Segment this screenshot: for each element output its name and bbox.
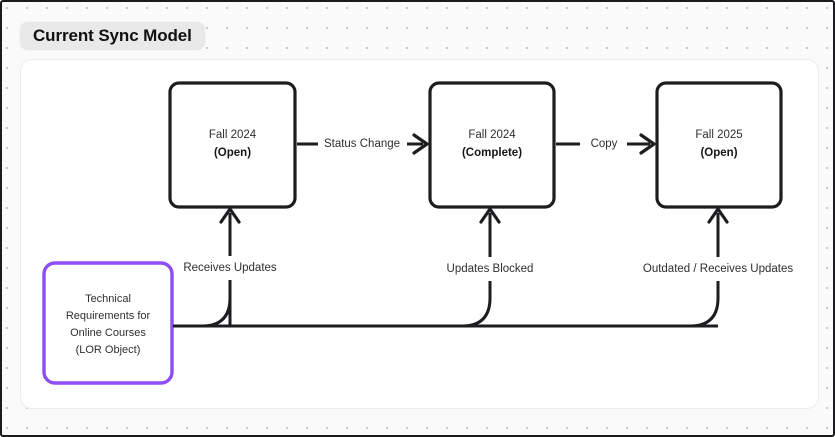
node-fall-2025-open[interactable]: Fall 2025 (Open) <box>655 81 783 209</box>
node-label-line4: (LOR Object) <box>76 344 141 356</box>
edge-copy[interactable]: Copy <box>556 133 656 155</box>
edge-label-outdated-receives-updates: Outdated / Receives Updates <box>643 263 793 275</box>
edge-elbow-curve <box>689 281 720 328</box>
node-label-line1: Fall 2024 <box>468 129 516 141</box>
arrowhead-icon <box>639 133 656 155</box>
node-label-line2: (Open) <box>700 147 737 159</box>
edge-outdated-receives-updates[interactable]: Outdated / Receives Updates <box>643 207 793 328</box>
diagram-title-chip[interactable]: Current Sync Model <box>20 22 205 50</box>
arrowhead-icon <box>219 207 241 224</box>
node-label-line1: Fall 2024 <box>209 129 257 141</box>
node-box-shape <box>428 81 556 209</box>
node-label-line3: Online Courses <box>70 327 146 339</box>
edge-updates-blocked[interactable]: Updates Blocked <box>447 207 534 328</box>
arrowhead-icon <box>707 207 729 224</box>
edge-elbow-curve <box>461 281 492 328</box>
node-label-line2: (Complete) <box>462 147 522 159</box>
node-label-line1: Technical <box>85 293 131 305</box>
arrowhead-icon <box>479 207 501 224</box>
node-fall-2024-complete[interactable]: Fall 2024 (Complete) <box>428 81 556 209</box>
node-label-line2: (Open) <box>214 147 251 159</box>
node-label-line2: Requirements for <box>66 310 151 322</box>
edge-status-change[interactable]: Status Change <box>297 133 429 155</box>
edge-receives-updates[interactable]: Receives Updates <box>183 207 277 328</box>
node-label-line1: Fall 2025 <box>695 129 742 141</box>
arrowhead-icon <box>412 133 429 155</box>
edge-label-copy: Copy <box>591 138 618 150</box>
node-box-shape <box>168 81 297 209</box>
edge-label-receives-updates: Receives Updates <box>183 262 277 274</box>
edge-label-updates-blocked: Updates Blocked <box>447 263 534 275</box>
node-lor-object[interactable]: Technical Requirements for Online Course… <box>42 261 174 385</box>
page-title: Current Sync Model <box>33 26 192 45</box>
edge-label-status-change: Status Change <box>324 138 400 150</box>
edge-elbow-curve <box>201 280 232 328</box>
node-box-shape <box>655 81 783 209</box>
node-box-shape <box>42 261 174 385</box>
node-fall-2024-open[interactable]: Fall 2024 (Open) <box>168 81 297 209</box>
